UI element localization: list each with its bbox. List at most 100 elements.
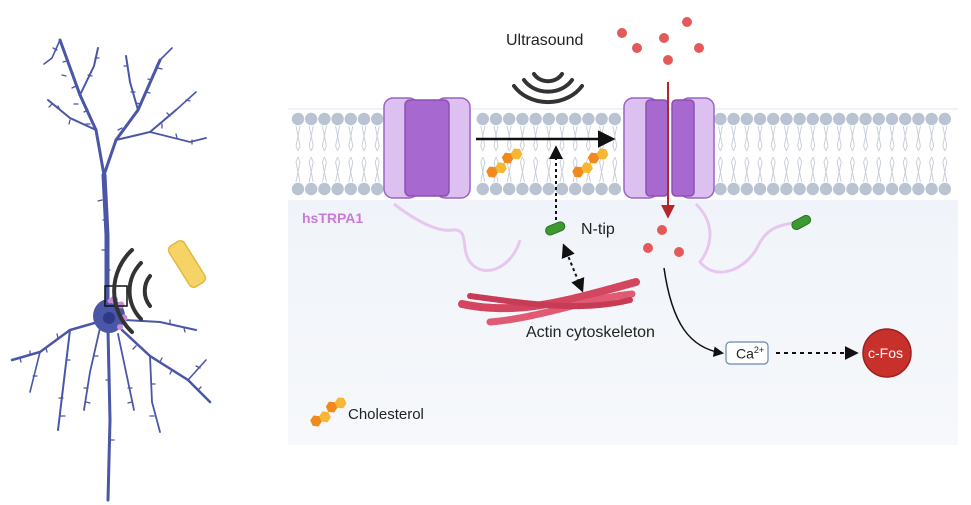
lipid-head <box>582 112 595 126</box>
lipid-head <box>503 182 516 196</box>
lipid-head <box>767 182 780 196</box>
ultrasound-label: Ultrasound <box>506 32 584 49</box>
lipid-head <box>714 112 727 126</box>
lipid-head <box>542 182 555 196</box>
lipid-tail <box>374 125 380 183</box>
lipid-head <box>291 112 305 126</box>
lipid-head <box>331 112 344 126</box>
lipid-head <box>859 112 872 126</box>
lipid-head <box>529 112 542 126</box>
nucleus <box>103 312 115 324</box>
lipid-head <box>899 112 912 126</box>
ultrasound-transducer-icon <box>167 240 207 288</box>
lipid-head <box>516 112 529 126</box>
lipid-head <box>753 112 767 126</box>
lipid-head <box>476 182 489 196</box>
neuron <box>10 38 212 502</box>
calcium-label: Ca2+ <box>736 345 764 362</box>
lipid-head <box>899 182 912 196</box>
lipid-head <box>714 182 727 196</box>
lipid-head <box>344 112 357 126</box>
lipid-tail <box>308 125 314 183</box>
lipid-tail <box>480 125 486 183</box>
lipid-tail <box>295 125 301 183</box>
lipid-head <box>357 112 371 126</box>
lipid-head <box>938 112 951 126</box>
lipid-head <box>819 112 833 126</box>
lipid-head <box>569 112 582 126</box>
lipid-head <box>872 182 885 196</box>
lipid-tail <box>783 125 789 183</box>
lipid-tail <box>929 125 935 183</box>
lipid-tail <box>585 125 591 183</box>
lipid-head <box>318 112 331 126</box>
lipid-head <box>489 112 503 126</box>
lipid-head <box>767 112 780 126</box>
cfos-node <box>862 328 912 378</box>
lipid-head <box>608 112 621 126</box>
lipid-head <box>503 112 516 126</box>
lipid-head <box>846 112 859 126</box>
cholesterol-label: Cholesterol <box>348 406 424 423</box>
lipid-tail <box>942 125 948 183</box>
ultrasound-sound-wave-icon <box>512 72 584 105</box>
lipid-tail <box>546 125 552 183</box>
lipid-tail <box>915 125 921 183</box>
lipid-head <box>555 112 569 126</box>
cfos-label: c-Fos <box>868 345 903 361</box>
lipid-head <box>542 112 555 126</box>
lipid-head <box>291 182 305 196</box>
lipid-tail <box>572 125 578 183</box>
lipid-tail <box>519 125 525 183</box>
cholesterol-molecule <box>572 148 609 178</box>
lipid-tail <box>797 125 803 183</box>
calcium-base: Ca <box>736 345 754 362</box>
lipid-head <box>885 182 899 196</box>
lipid-head <box>305 112 318 126</box>
lipid-head <box>371 182 384 196</box>
lipid-tail <box>810 125 816 183</box>
calcium-box <box>725 341 769 365</box>
lipid-head <box>819 182 833 196</box>
lipid-tail <box>823 125 829 183</box>
lipid-tail <box>335 125 341 183</box>
neuron-sound-wave-icon <box>112 248 152 334</box>
lipid-head <box>727 182 740 196</box>
ntip-label: N-tip <box>581 221 615 238</box>
extracellular-ions <box>617 17 704 65</box>
lipid-head <box>331 182 344 196</box>
lipid-head <box>872 112 885 126</box>
lipid-tail <box>849 125 855 183</box>
lipid-head <box>833 182 846 196</box>
lipid-tail <box>348 125 354 183</box>
lipid-head <box>476 112 489 126</box>
lipid-head <box>318 182 331 196</box>
lipid-tail <box>321 125 327 183</box>
lipid-head <box>569 182 582 196</box>
lipid-bilayer <box>291 112 951 196</box>
ntip-domain <box>791 214 812 231</box>
lipid-tail <box>770 125 776 183</box>
lipid-head <box>859 182 872 196</box>
cholesterol-legend-icon <box>310 397 347 427</box>
hsTRPA1-channel-open <box>623 97 797 274</box>
lipid-tail <box>731 125 737 183</box>
lipid-head <box>608 182 621 196</box>
lipid-head <box>806 112 819 126</box>
lipid-head <box>793 182 806 196</box>
lipid-head <box>912 182 925 196</box>
lipid-head <box>846 182 859 196</box>
lipid-tail <box>876 125 882 183</box>
lipid-tail <box>506 125 512 183</box>
lipid-tail <box>744 125 750 183</box>
lipid-tail <box>757 125 763 183</box>
lipid-tail <box>559 125 565 183</box>
lipid-head <box>912 112 925 126</box>
lipid-head <box>740 112 753 126</box>
calcium-charge: 2+ <box>753 345 765 355</box>
lipid-head <box>305 182 318 196</box>
ntip-domain <box>545 221 566 236</box>
lipid-tail <box>836 125 842 183</box>
lipid-head <box>529 182 542 196</box>
